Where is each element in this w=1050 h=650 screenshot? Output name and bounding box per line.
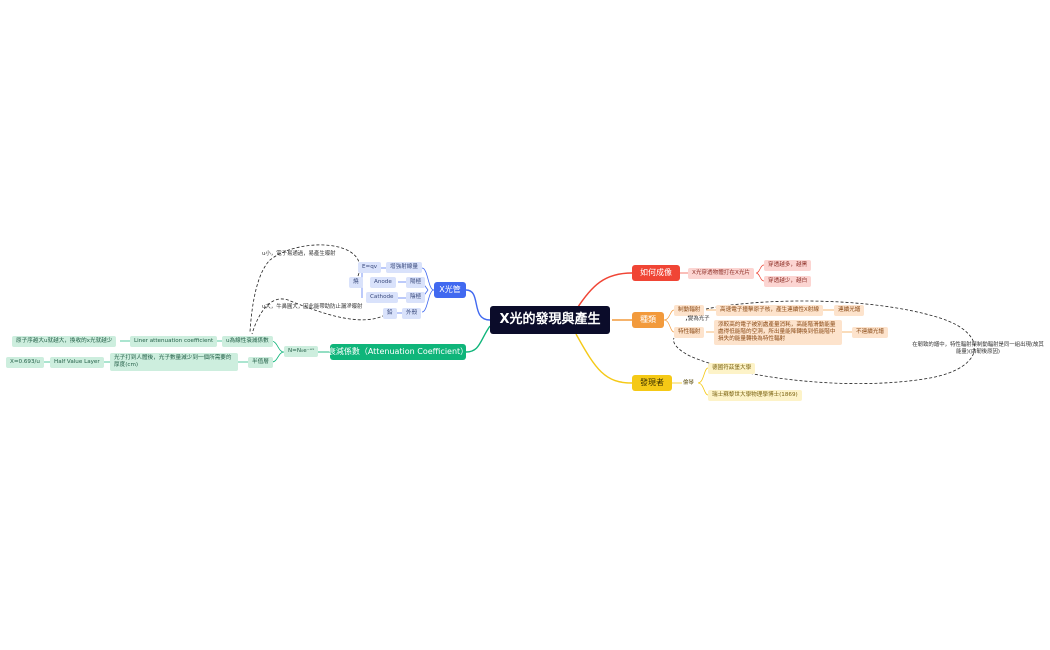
connector-tube-bracket bbox=[421, 267, 435, 313]
types-note: 在韌致的譜中，特性輻射與制動輻射是同一組出現(故其能量)(由韌後原因) bbox=[912, 342, 1044, 355]
tube-side-label[interactable]: 燒 bbox=[349, 277, 363, 288]
branch-xray-tube[interactable]: X光管 bbox=[434, 282, 466, 298]
imaging-desc[interactable]: X光穿透物體打在X光片 bbox=[688, 268, 755, 279]
tube-note-bottom: u大，牛鼻圓大，因此能帶助防止漏滲曝射 bbox=[262, 304, 363, 310]
types-char-desc[interactable]: 添較高的電子被別處產量消耗，高能階滑動能量處得低能階的空洞，所出量能降轉換到低能… bbox=[714, 320, 842, 345]
connector-att-split bbox=[271, 340, 285, 363]
imaging-more[interactable]: 穿透越多，越黑 bbox=[764, 260, 812, 271]
tube-key-2[interactable]: Anode bbox=[370, 277, 396, 288]
connector-discoverer bbox=[575, 333, 633, 384]
dashed-arrow-types bbox=[673, 300, 975, 384]
types-char-result[interactable]: 不連續光譜 bbox=[852, 327, 888, 338]
attenuation-mu[interactable]: u為線性衰減係數 bbox=[222, 336, 273, 347]
attenuation-hvl-formula[interactable]: X=0.693/u bbox=[6, 357, 44, 368]
types-brems[interactable]: 制動輻射 bbox=[674, 305, 705, 316]
connector-img-split bbox=[755, 264, 765, 282]
imaging-less[interactable]: 穿透越少，越白 bbox=[764, 276, 812, 287]
types-brems-desc[interactable]: 高速電子撞擊原子核，產生連續性X射線 bbox=[716, 305, 823, 316]
connector-disc-split bbox=[697, 367, 709, 396]
discoverer-item-1[interactable]: 德國符茲堡大學 bbox=[708, 363, 756, 374]
tube-key-3[interactable]: Cathode bbox=[366, 292, 398, 303]
branch-discoverer[interactable]: 發現者 bbox=[632, 375, 672, 391]
attenuation-hvl[interactable]: Half Value Layer bbox=[50, 357, 104, 368]
connector-xray-tube bbox=[465, 289, 491, 321]
tube-value-1[interactable]: 增強射線量 bbox=[386, 262, 422, 273]
branch-imaging[interactable]: 如何成像 bbox=[632, 265, 680, 281]
attenuation-liner[interactable]: Liner attenuation coefficient bbox=[130, 336, 218, 347]
central-topic[interactable]: X光的發現與產生 bbox=[490, 306, 610, 334]
attenuation-liner-note[interactable]: 原子序越大u就越大，換收的x光就越少 bbox=[12, 336, 117, 347]
dashed-arrow-top bbox=[249, 244, 361, 333]
tube-note-top: u小，電子易通過，易產生曝射 bbox=[262, 251, 336, 257]
tube-value-3[interactable]: 陰極 bbox=[406, 292, 426, 303]
discoverer-item-2[interactable]: 瑞士蘇黎世大學物理學博士(1869) bbox=[708, 390, 802, 401]
tube-value-2[interactable]: 陽極 bbox=[406, 277, 426, 288]
branch-attenuation[interactable]: 衰減係數（Attenuation Coefficient） bbox=[328, 344, 468, 360]
types-brems-result[interactable]: 連續光譜 bbox=[834, 305, 865, 316]
types-photon: 變為光子 bbox=[688, 316, 710, 322]
attenuation-formula[interactable]: N=N₀e⁻ᵘˣ bbox=[284, 346, 319, 357]
attenuation-half-label[interactable]: 半值層 bbox=[248, 357, 273, 368]
tube-value-4[interactable]: 外殼 bbox=[402, 308, 422, 319]
connector-types-split bbox=[663, 309, 675, 333]
attenuation-half-desc[interactable]: 光子打到人體後，光子數量減少到一個所需要的厚度(cm) bbox=[110, 353, 238, 371]
dashed-arrow-bottom bbox=[251, 298, 386, 335]
tube-key-4[interactable]: 鉛 bbox=[383, 308, 397, 319]
tube-key-1[interactable]: E=qv bbox=[358, 262, 382, 273]
connector-attenuation bbox=[465, 325, 491, 353]
branch-types[interactable]: 種類 bbox=[632, 312, 664, 328]
connector-imaging bbox=[575, 272, 633, 311]
discoverer-label: 倫琴 bbox=[683, 380, 694, 386]
types-char[interactable]: 特性輻射 bbox=[674, 327, 705, 338]
